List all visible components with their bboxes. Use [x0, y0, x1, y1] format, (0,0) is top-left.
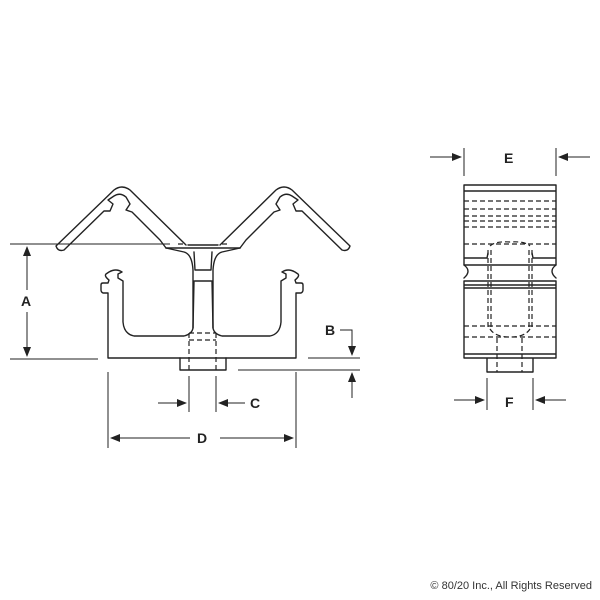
dimension-b-label: B — [325, 322, 335, 338]
hidden-bore — [188, 332, 217, 372]
dimension-f-label: F — [505, 394, 514, 410]
base-body — [100, 247, 304, 359]
side-view — [463, 184, 557, 373]
dimension-c-label: C — [250, 395, 260, 411]
dimension-d: D — [107, 372, 297, 448]
dimension-e-label: E — [504, 150, 513, 166]
copyright-notice: © 80/20 Inc., All Rights Reserved — [430, 580, 592, 592]
front-view — [55, 186, 351, 372]
left-v-arm — [55, 186, 187, 252]
dimension-d-label: D — [197, 430, 207, 446]
center-stem — [192, 251, 214, 329]
dimension-e: E — [430, 148, 590, 176]
dimension-a: A — [10, 243, 170, 360]
dimension-b: B — [238, 322, 360, 398]
dimension-a-label: A — [21, 293, 31, 309]
side-lower-block — [463, 280, 557, 373]
dimension-c: C — [158, 376, 260, 412]
right-v-arm — [219, 186, 351, 252]
side-upper-block — [463, 184, 557, 266]
side-hidden-lines — [464, 200, 556, 372]
dimension-f: F — [454, 378, 566, 410]
